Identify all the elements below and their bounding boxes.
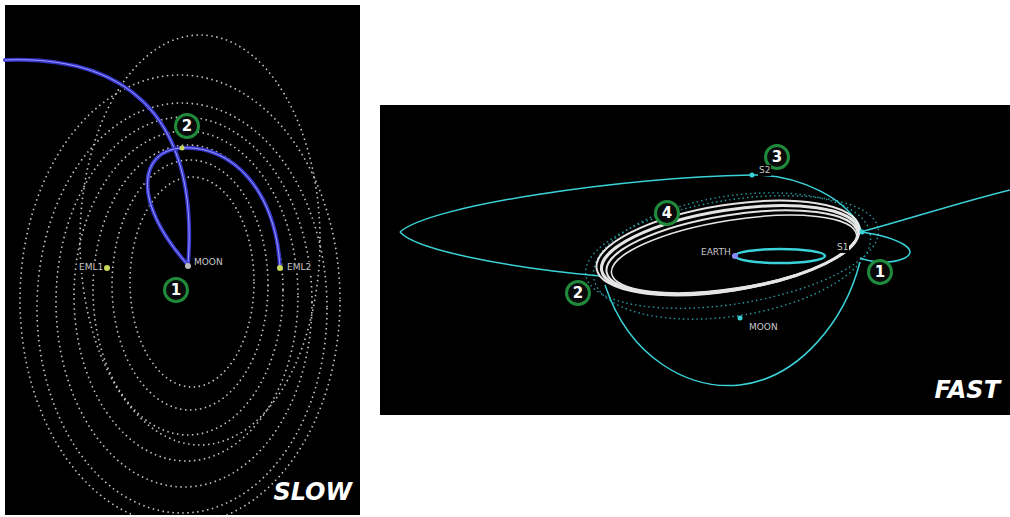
callout-circle: 2: [174, 113, 200, 139]
point-label: MOON: [748, 322, 779, 333]
callout-number: 3: [772, 150, 782, 165]
point-label: EML1: [78, 262, 104, 273]
callout-number: 1: [875, 265, 885, 280]
point-label: EARTH: [700, 247, 732, 258]
callout-number: 1: [171, 283, 181, 298]
callout-circle: 1: [867, 259, 893, 285]
callout-number: 4: [662, 206, 672, 221]
panel-title: SLOW: [273, 480, 352, 504]
callout-circle: 2: [565, 280, 591, 306]
point-label: MOON: [193, 257, 224, 268]
point-label: S1: [836, 242, 849, 253]
callout-number: 2: [182, 119, 192, 134]
callout-number: 2: [573, 286, 583, 301]
callout-circle: 1: [163, 277, 189, 303]
callout-circle: 4: [654, 200, 680, 226]
point-label: EML2: [286, 262, 312, 273]
panel-title: FAST: [934, 378, 1000, 402]
point-label: S2: [758, 165, 771, 176]
